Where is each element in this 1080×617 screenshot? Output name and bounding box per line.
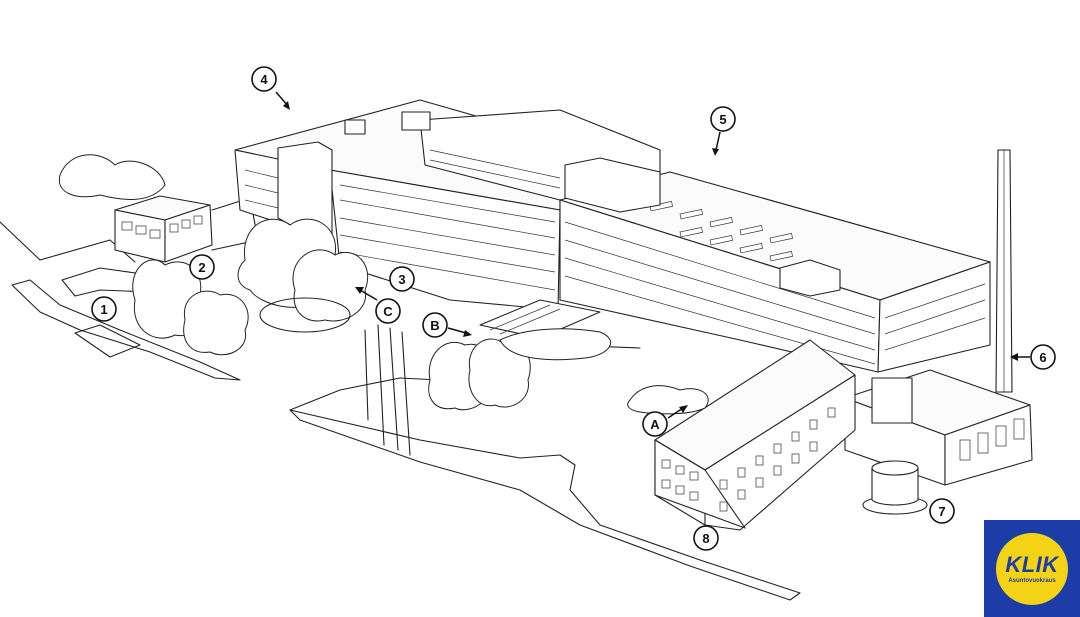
old-house	[654, 339, 856, 531]
callout-A-label: A	[650, 417, 660, 432]
callout-8: 8	[693, 525, 719, 551]
callout-5-label: 5	[719, 112, 726, 127]
callout-7: 7	[929, 498, 955, 524]
callout-arrows	[275, 91, 1030, 419]
callout-3-label: 3	[398, 272, 405, 287]
logo-mark: KLIK	[1005, 551, 1059, 577]
logo-badge: KLIK Asuntovuokraus	[996, 532, 1068, 605]
callout-B: B	[422, 312, 448, 338]
callout-1: 1	[91, 296, 117, 322]
boiler-house	[844, 369, 1033, 486]
callout-C: C	[375, 298, 401, 324]
flag-poles	[364, 324, 411, 456]
klik-logo: KLIK Asuntovuokraus	[984, 520, 1080, 617]
water-tank	[862, 460, 928, 515]
left-wing-windows	[244, 169, 556, 291]
callout-6: 6	[1030, 344, 1056, 370]
chimney	[995, 149, 1013, 393]
right-wing-windows	[564, 221, 986, 365]
roof-skylights	[649, 201, 793, 262]
left-annex-building	[61, 195, 259, 297]
logo-subtitle: Asuntovuokraus	[1008, 577, 1056, 584]
house-windows	[661, 407, 836, 512]
callout-5: 5	[710, 106, 736, 132]
callout-8-label: 8	[702, 531, 709, 546]
callout-6-label: 6	[1039, 350, 1046, 365]
callout-2-label: 2	[198, 260, 205, 275]
callout-3: 3	[389, 266, 415, 292]
callout-A: A	[642, 411, 668, 437]
callout-1-label: 1	[100, 302, 107, 317]
callout-4: 4	[251, 66, 277, 92]
callout-4-label: 4	[260, 72, 268, 87]
callout-B-label: B	[430, 318, 439, 333]
trees	[58, 154, 709, 415]
callout-C-label: C	[383, 304, 393, 319]
callout-7-label: 7	[938, 504, 945, 519]
callout-2: 2	[189, 254, 215, 280]
main-right-wing	[559, 157, 991, 373]
